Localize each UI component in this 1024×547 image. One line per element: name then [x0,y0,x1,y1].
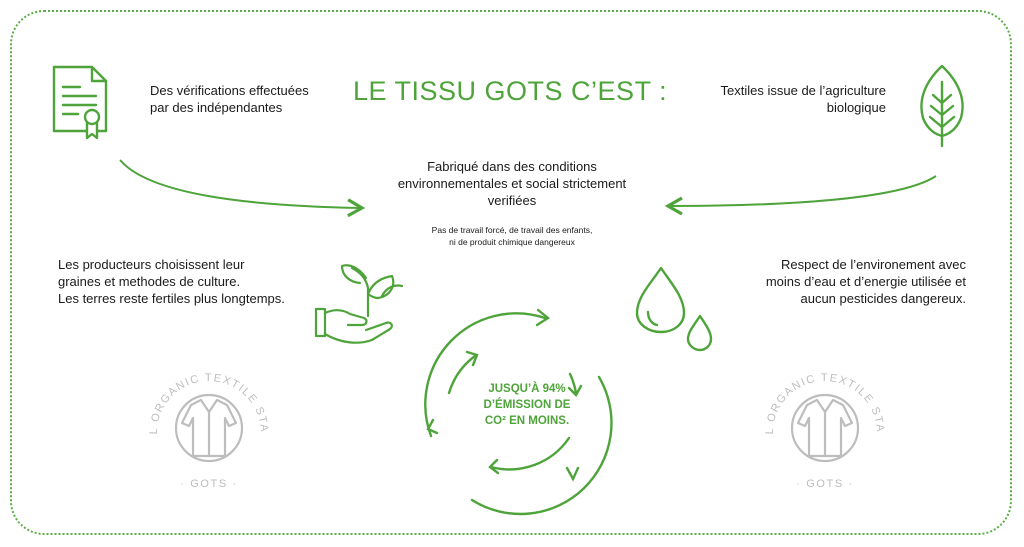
mid-right-line-1: Respect de l’environement avec [781,257,966,272]
mid-right-line-3: aucun pesticides dangereux. [800,291,966,306]
top-right-line-1: Textiles issue de l’agriculture [720,83,886,98]
gots-seal-icon: GLOBAL ORGANIC TEXTILE STANDARD · GOTS · [0,0,270,490]
left-curved-arrow [119,159,366,218]
top-left-text: Des vérifications effectuées par des ind… [150,82,350,116]
top-left-line-2: par des indépendantes [150,100,283,115]
center-note: Pas de travail forcé, de travail des enf… [392,224,632,248]
center-text: Fabriqué dans des conditions environneme… [380,158,644,209]
mid-left-line-1: Les producteurs choisissent leur [58,257,245,272]
water-drops-icon [635,266,713,352]
plant-in-hand-icon [314,264,404,344]
seal-bottom-text-right: · GOTS · [796,478,853,490]
leaf-icon [920,64,964,148]
top-left-line-1: Des vérifications effectuées [150,83,309,98]
mid-right-line-2: moins d’eau et d’energie utilisée et [765,274,966,289]
center-note-line-2: ni de produit chimique dangereux [449,237,575,247]
emission-line-3: CO² EN MOINS. [484,415,570,427]
right-curved-arrow [664,175,937,216]
page-title: LE TISSU GOTS C’EST : [353,76,668,106]
seal-arc-text-right: GLOBAL ORGANIC TEXTILE STANDARD [0,0,885,435]
seal-arc-text-left: GLOBAL ORGANIC TEXTILE STANDARD [0,0,270,435]
gots-seal-icon: GLOBAL ORGANIC TEXTILE STANDARD · GOTS · [0,0,885,490]
mid-left-line-2: graines et methodes de culture. [58,274,241,289]
certificate-icon [52,65,108,140]
top-right-line-2: biologique [826,100,886,115]
dotted-frame [10,10,1012,535]
center-line-3: verifiées [487,193,537,208]
emission-label: JUSQU’À 94% D’ÉMISSION DE CO² EN MOINS. [467,381,587,429]
mid-left-text: Les producteurs choisissent leur graines… [58,256,318,307]
center-line-2: environnementales et social strictement [397,176,627,191]
mid-right-text: Respect de l’environement avec moins d’e… [730,256,966,307]
seal-bottom-text-left: · GOTS · [180,478,237,490]
top-right-text: Textiles issue de l’agriculture biologiq… [700,82,886,116]
circular-arrows-icon [424,308,613,516]
emission-line-1: JUSQU’À 94% [488,383,566,395]
mid-left-line-3: Les terres reste fertiles plus longtemps… [58,291,285,306]
center-note-line-1: Pas de travail forcé, de travail des enf… [431,225,593,235]
emission-line-2: D’ÉMISSION DE [483,399,571,411]
center-line-1: Fabriqué dans des conditions [427,159,597,174]
